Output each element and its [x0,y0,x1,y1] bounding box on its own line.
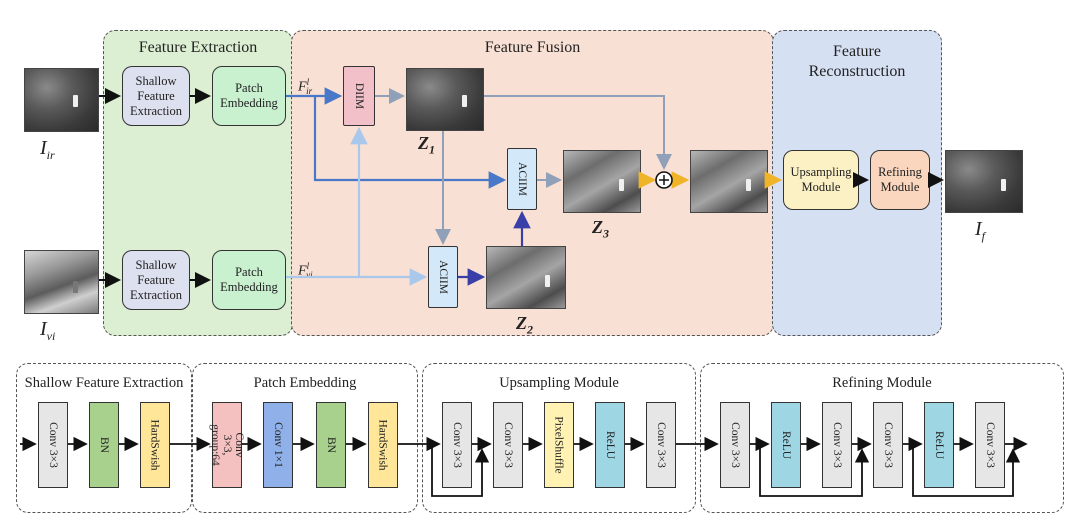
patch-embedding-box-ir: Patch Embedding [212,66,286,126]
shallow-hardswish-layer: HardSwish [140,402,170,488]
up-conv3x3-layer-1: Conv 3×3 [442,402,472,488]
diim-box: DIIM [343,66,375,126]
ref-conv3x3-layer-4: Conv 3×3 [975,402,1005,488]
top-black-arrows [99,88,944,288]
feature-reconstruction-title-line2: Reconstruction [808,63,906,80]
ref-relu-layer-1: ReLU [771,402,801,488]
z1-label: Z1 [418,133,435,157]
aciim-box-upper: ACIIM [507,148,537,210]
bottom-shallow-title: Shallow Feature Extraction [24,375,184,391]
patch-group-conv-layer: Conv 3×3, group:64 [209,402,245,488]
patch-hardswish-layer: HardSwish [368,402,398,488]
bottom-upsampling-title: Upsampling Module [499,375,619,391]
vi-image-label: Ivi [40,318,56,343]
patch-conv1x1-layer: Conv 1×1 [263,402,293,488]
feature-reconstruction-title-line1: Feature [833,43,881,60]
ref-conv3x3-layer-1: Conv 3×3 [720,402,750,488]
ref-conv3x3-layer-3: Conv 3×3 [873,402,903,488]
ref-relu-layer-2: ReLU [924,402,954,488]
z3-label: Z3 [592,217,609,241]
shallow-feature-extraction-box-vi: Shallow Feature Extraction [122,250,190,310]
up-conv3x3-layer-3: Conv 3×3 [646,402,676,488]
aciim-box-lower: ACIIM [428,246,458,308]
f-vi-label: Flvi [298,261,313,281]
patch-embedding-box-vi: Patch Embedding [212,250,286,310]
z3-feature-image [563,150,641,213]
shallow-feature-extraction-box-ir: Shallow Feature Extraction [122,66,190,126]
up-pixelshuffle-layer: PixelShuffle [544,402,574,488]
z2-feature-image [486,246,566,309]
refining-module-box: Refining Module [870,150,930,210]
fused-feature-image [690,150,768,213]
ir-input-image [24,68,99,132]
bottom-refining-title: Refining Module [832,375,932,391]
feature-extraction-title: Feature Extraction [138,39,258,56]
up-relu-layer: ReLU [595,402,625,488]
shallow-bn-layer: BN [89,402,119,488]
up-conv3x3-layer-2: Conv 3×3 [493,402,523,488]
ref-conv3x3-layer-2: Conv 3×3 [822,402,852,488]
feature-fusion-title: Feature Fusion [484,39,581,56]
shallow-conv3x3-layer: Conv 3×3 [38,402,68,488]
f-ir-label: Flir [298,77,313,97]
ir-image-label: Iir [40,137,55,162]
patch-bn-layer: BN [316,402,346,488]
vi-input-image [24,250,99,314]
fused-image-label: If [975,218,986,243]
z2-label: Z2 [516,313,533,337]
bottom-patch-title: Patch Embedding [253,375,357,391]
fused-output-image [945,150,1023,213]
z1-feature-image [406,68,484,131]
